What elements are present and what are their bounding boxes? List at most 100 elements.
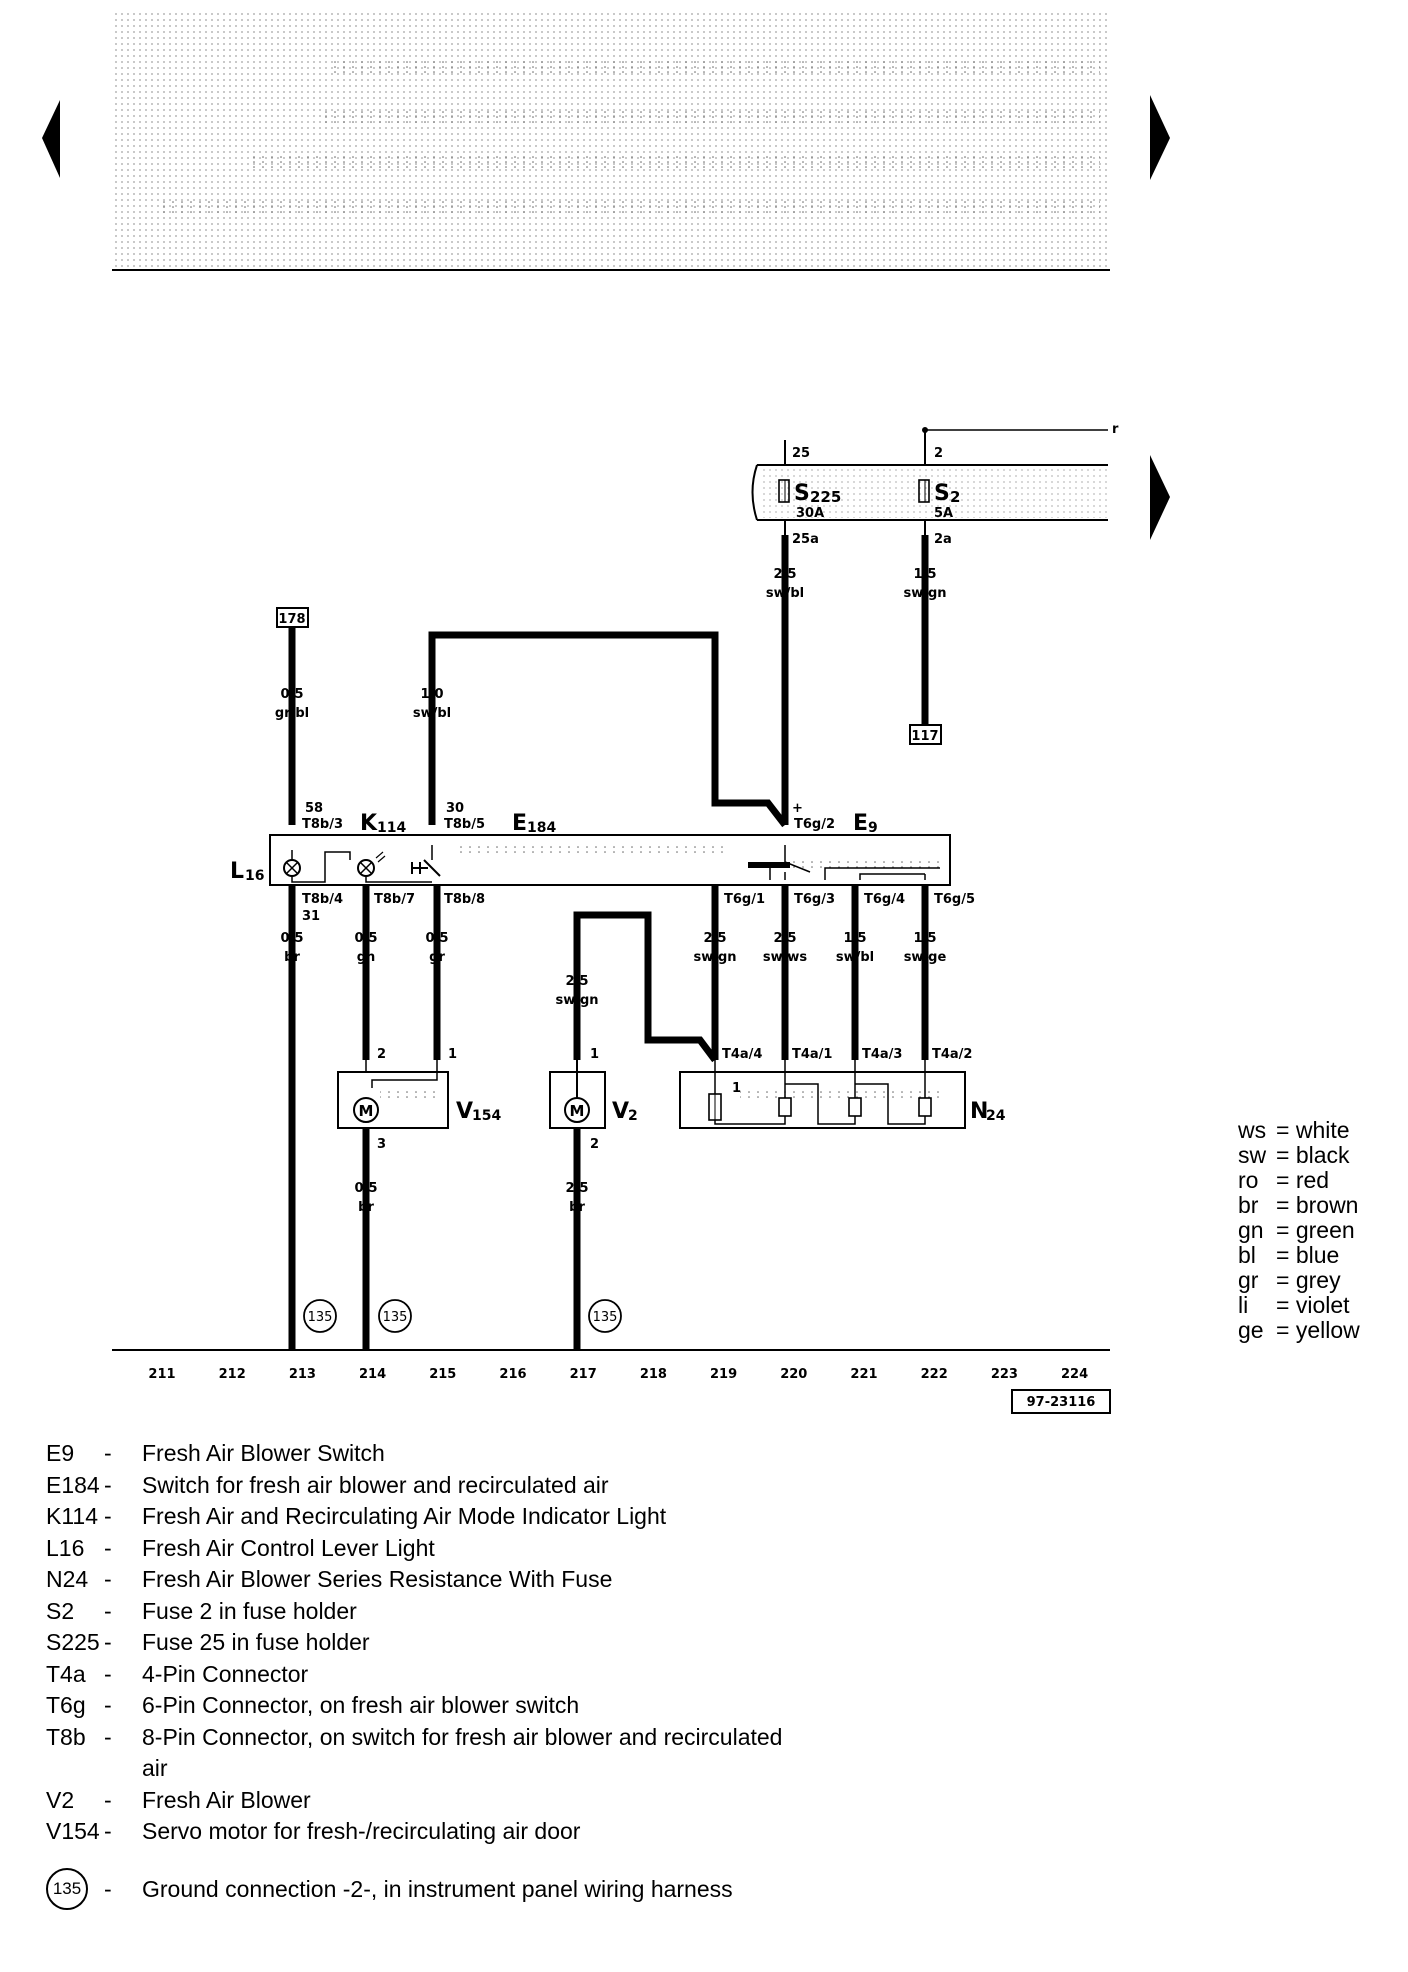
term-plus: + bbox=[792, 801, 803, 816]
term-t6g4: T6g/4 bbox=[864, 892, 905, 907]
legend-code: N24 bbox=[46, 1566, 89, 1592]
color-name: brown bbox=[1295, 1192, 1359, 1218]
v154-pin2: 2 bbox=[377, 1047, 386, 1062]
ruler-number: 223 bbox=[991, 1367, 1018, 1382]
color-code: ge bbox=[1238, 1317, 1264, 1343]
ground-description: Ground connection -2-, in instrument pan… bbox=[142, 1875, 733, 1902]
ground-symbol-icon: 135 bbox=[46, 1867, 88, 1910]
s2-subscript: 2 bbox=[950, 488, 960, 506]
v154-pin1: 1 bbox=[448, 1047, 457, 1062]
s2-out-terminal: 2a bbox=[934, 532, 952, 547]
equals-sign: = bbox=[1276, 1242, 1296, 1268]
legend-description: Fuse 25 in fuse holder bbox=[142, 1629, 370, 1655]
legend-description: Fresh Air Blower Series Resistance With … bbox=[142, 1566, 613, 1592]
s225-out-terminal: 25a bbox=[792, 532, 819, 547]
l16-lamp-icon bbox=[283, 859, 301, 877]
next-page-arrow-icon-2[interactable] bbox=[1150, 455, 1170, 540]
prev-page-arrow-icon[interactable] bbox=[42, 100, 60, 178]
term-30: 30 bbox=[446, 801, 464, 816]
fuse-s225: 25 S 225 30A 25a bbox=[778, 440, 841, 547]
wire-31-size: 0,5 bbox=[280, 931, 303, 946]
ground-135-b-label: 135 bbox=[383, 1310, 408, 1325]
color-code: li bbox=[1238, 1292, 1249, 1318]
legend-code: T6g bbox=[46, 1692, 86, 1718]
n24-subscript: 24 bbox=[986, 1108, 1006, 1124]
color-legend-row: bl= blue bbox=[1238, 1243, 1360, 1268]
term-t8b7: T8b/7 bbox=[374, 892, 415, 907]
equals-sign: = bbox=[1276, 1217, 1296, 1243]
legend-code: S225 bbox=[46, 1629, 100, 1655]
ground-symbol-cell: 135 bbox=[46, 1867, 104, 1910]
ground-135-a-label: 135 bbox=[308, 1310, 333, 1325]
ruler-number: 219 bbox=[710, 1367, 737, 1382]
s2-rating: 5A bbox=[934, 506, 953, 521]
wire-gn-size: 0,5 bbox=[354, 931, 377, 946]
color-name: violet bbox=[1295, 1292, 1350, 1318]
e184-switch-icon bbox=[411, 859, 441, 877]
legend-item: E184-Switch for fresh air blower and rec… bbox=[46, 1470, 806, 1502]
ruler-number: 215 bbox=[429, 1367, 456, 1382]
k114-lamp-icon bbox=[357, 851, 386, 877]
wire-s225-color: sw/bl bbox=[766, 586, 804, 601]
color-name: black bbox=[1295, 1142, 1350, 1168]
legend-item: N24- Fresh Air Blower Series Resistance W… bbox=[46, 1564, 806, 1596]
legend-description: 6-Pin Connector, on fresh air blower swi… bbox=[142, 1692, 580, 1718]
color-legend-row: sw= black bbox=[1238, 1143, 1360, 1168]
legend-item: S225-Fuse 25 in fuse holder bbox=[46, 1627, 806, 1659]
ground-135-c: 135 bbox=[588, 1299, 622, 1333]
e9-switch-icon bbox=[748, 845, 940, 880]
legend-item: S2-Fuse 2 in fuse holder bbox=[46, 1596, 806, 1628]
color-code: bl bbox=[1238, 1242, 1256, 1268]
n24-label: N bbox=[970, 1099, 988, 1124]
equals-sign: = bbox=[1276, 1142, 1296, 1168]
term-t6g1: T6g/1 bbox=[724, 892, 765, 907]
term-t6g3: T6g/3 bbox=[794, 892, 835, 907]
legend-code: T8b bbox=[46, 1723, 86, 1750]
equals-sign: = bbox=[1276, 1192, 1296, 1218]
legend-item: V2-Fresh Air Blower bbox=[46, 1785, 806, 1817]
ruler-number: 213 bbox=[289, 1367, 316, 1382]
legend-description: Fresh Air Control Lever Light bbox=[142, 1534, 435, 1561]
v2-pin2: 2 bbox=[590, 1137, 599, 1152]
v154-motor: 2 1 M 3 bbox=[337, 1047, 457, 1152]
ground-135-b: 135 bbox=[378, 1299, 412, 1333]
term-t6g5: T6g/5 bbox=[934, 892, 975, 907]
wire-30-size: 1,0 bbox=[420, 687, 443, 702]
color-name: white bbox=[1295, 1117, 1350, 1143]
switch-body bbox=[269, 834, 951, 886]
legend-description: Fresh Air and Recirculating Air Mode Ind… bbox=[142, 1503, 667, 1529]
term-t4a3: T4a/3 bbox=[862, 1047, 902, 1062]
legend-description: 4-Pin Connector bbox=[142, 1660, 309, 1687]
l16-label: L bbox=[230, 859, 244, 884]
legend-item: V154-Servo motor for fresh-/recirculatin… bbox=[46, 1816, 806, 1848]
color-code: gr bbox=[1238, 1267, 1259, 1293]
figure-id: 97-23116 bbox=[1027, 1395, 1096, 1410]
wire-t6g1-color: sw/gn bbox=[693, 950, 736, 965]
legend-description: Fresh Air Blower bbox=[142, 1786, 311, 1813]
equals-sign: = bbox=[1276, 1267, 1296, 1293]
legend-code: V2 bbox=[46, 1786, 75, 1813]
color-legend-row: ro= red bbox=[1238, 1168, 1360, 1193]
ruler-number: 221 bbox=[850, 1367, 877, 1382]
ruler-number: 217 bbox=[570, 1367, 597, 1382]
legend-dash: - bbox=[104, 1692, 112, 1718]
color-name: grey bbox=[1295, 1267, 1341, 1293]
legend-dash: - bbox=[104, 1875, 112, 1902]
equals-sign: = bbox=[1276, 1117, 1296, 1143]
color-code: br bbox=[1238, 1192, 1259, 1218]
legend-ground-item: 135- Ground connection -2-, in instrument… bbox=[46, 1867, 806, 1910]
e9-label: E bbox=[853, 811, 868, 836]
color-legend-row: br = brown bbox=[1238, 1193, 1360, 1218]
term-t8b8: T8b/8 bbox=[444, 892, 485, 907]
ruler-number: 211 bbox=[148, 1367, 175, 1382]
wire-178-size: 0,5 bbox=[280, 687, 303, 702]
legend-code: E9 bbox=[46, 1440, 75, 1466]
legend-description: 8-Pin Connector, on switch for fresh air… bbox=[142, 1723, 783, 1782]
term-t6g2: T6g/2 bbox=[794, 817, 835, 832]
term-31: 31 bbox=[302, 909, 320, 924]
equals-sign: = bbox=[1276, 1292, 1296, 1318]
term-t4a1: T4a/1 bbox=[792, 1047, 832, 1062]
next-page-arrow-icon[interactable] bbox=[1150, 95, 1170, 180]
legend-dash: - bbox=[104, 1566, 112, 1592]
